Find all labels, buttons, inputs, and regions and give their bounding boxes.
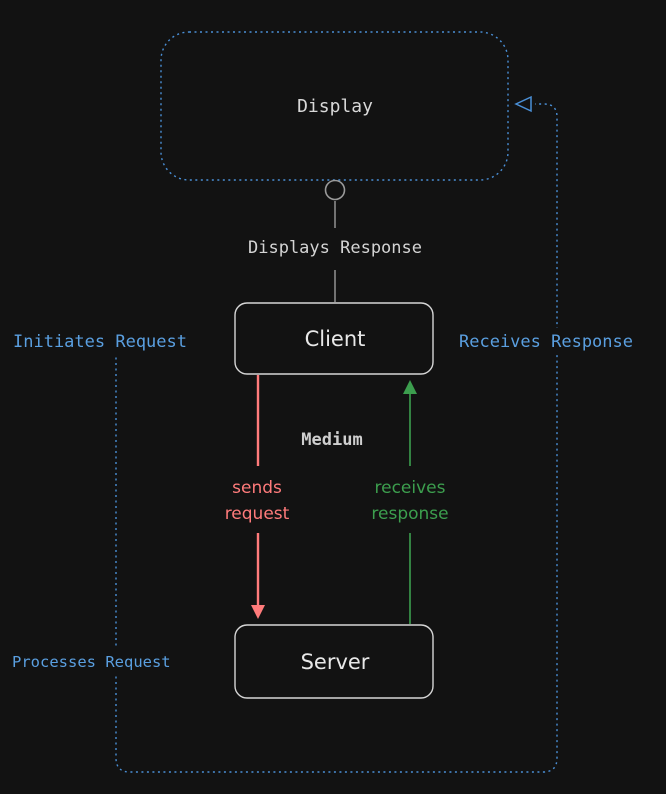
receives-label-bg <box>455 328 661 354</box>
request-loop-path <box>115 103 558 773</box>
receives-response-label-line2: response <box>371 504 448 524</box>
receives-response-label-line1: receives <box>375 478 446 498</box>
medium-group-label: Medium <box>301 430 362 450</box>
sends-request-label-line2: request <box>225 504 290 524</box>
client-node[interactable] <box>234 302 434 375</box>
open-arrowhead-icon <box>514 95 532 113</box>
receives-response-annotation: Receives Response <box>459 332 633 352</box>
processes-request-label: Processes Request <box>12 653 171 671</box>
processes-label-bg <box>10 649 200 673</box>
initiates-request-label: Initiates Request <box>13 332 187 352</box>
sends-request-label-line1: sends <box>232 478 282 498</box>
initiates-label-bg <box>10 328 214 354</box>
display-node-label: Display <box>297 96 373 117</box>
connector-circle-icon <box>324 179 346 201</box>
server-node-label: Server <box>301 650 370 674</box>
client-node-label: Client <box>305 327 366 351</box>
server-node[interactable] <box>234 624 434 699</box>
displays-response-label: Displays Response <box>248 238 422 258</box>
